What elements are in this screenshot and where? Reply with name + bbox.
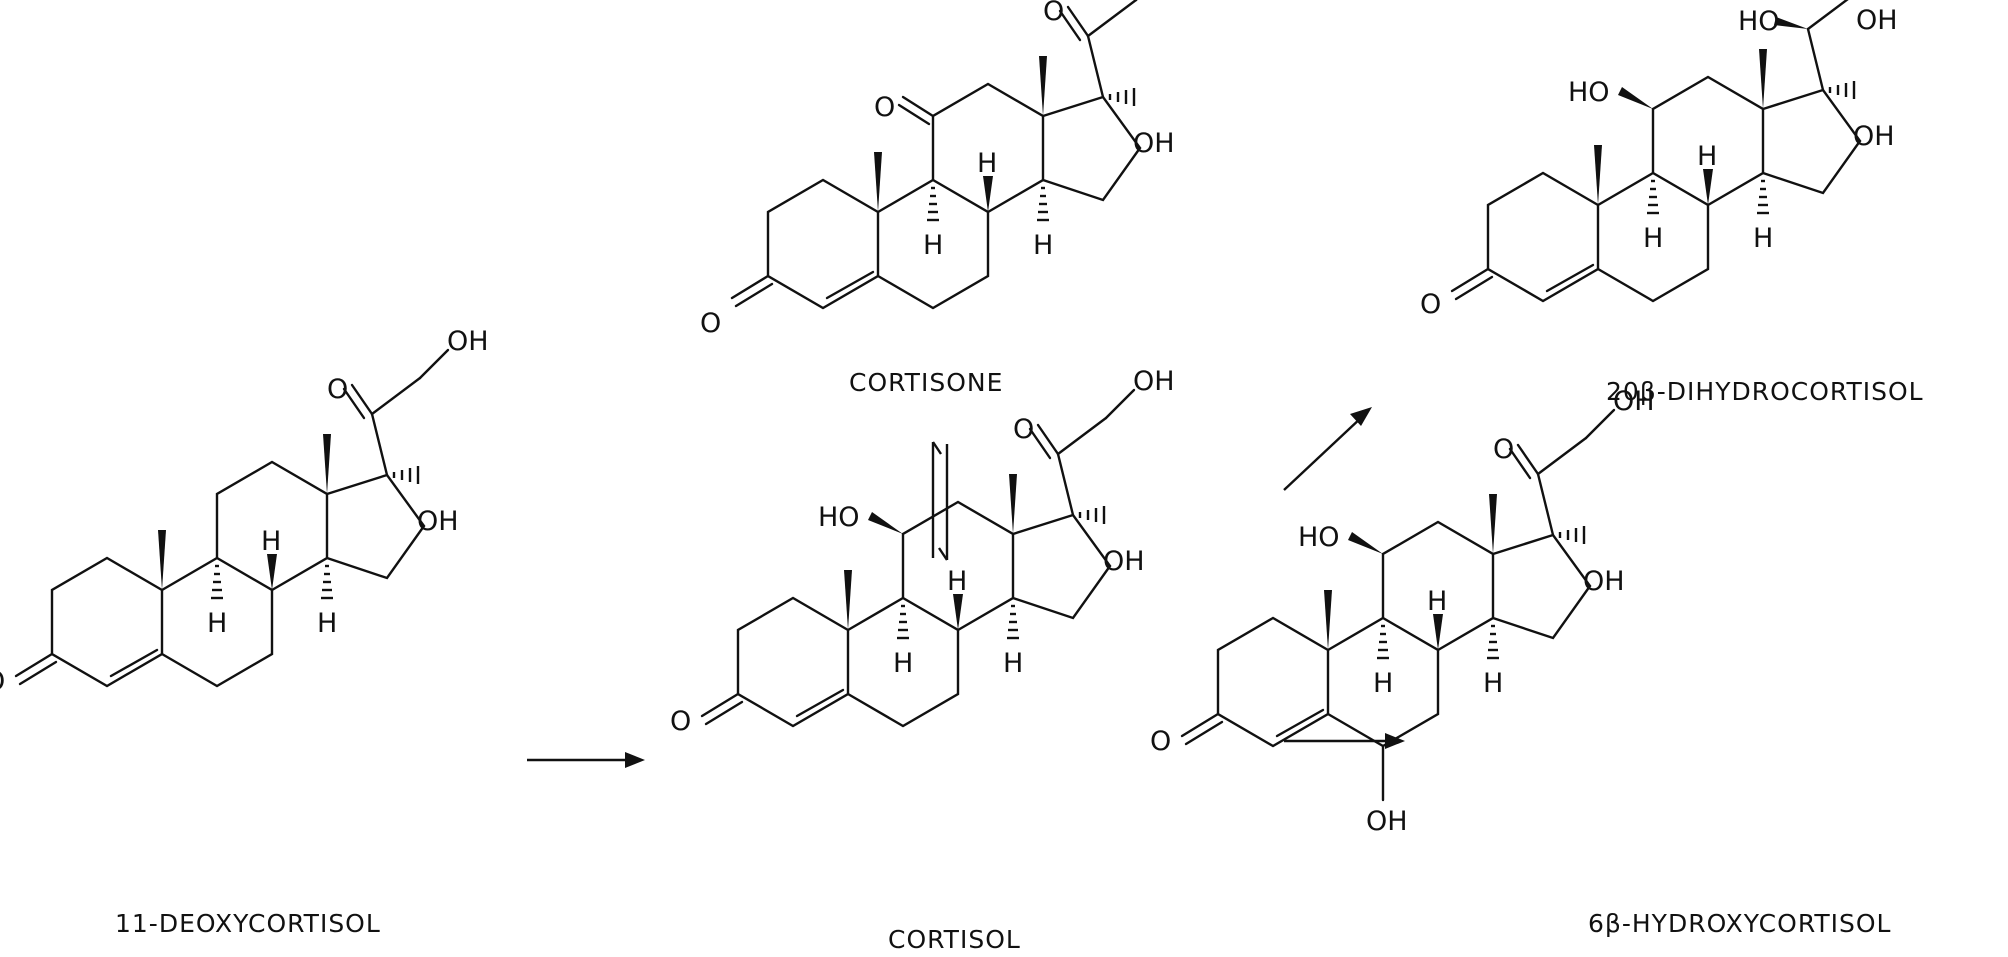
atom-label: H	[1753, 223, 1773, 254]
atom-label: OH	[1853, 121, 1895, 152]
atom-label: OH	[1133, 366, 1175, 397]
atom-label: H	[1003, 648, 1023, 679]
atom-label: O	[1493, 434, 1514, 465]
atom-label: H	[207, 608, 227, 639]
atom-label: OH	[417, 506, 459, 537]
atom-label: OH	[1366, 806, 1408, 837]
cortisone-structure: O O OH O OH H H H	[700, 0, 1175, 339]
atom-label: OH	[1133, 128, 1175, 159]
compound-name-dihydrocortisol: 20β-DIHYDROCORTISOL	[1606, 377, 1924, 406]
atom-label: H	[317, 608, 337, 639]
arrow-cortisol-to-dihydrocortisol	[1283, 407, 1372, 491]
atom-label: H	[261, 526, 281, 557]
equilibrium-arrows-cortisone-cortisol	[931, 441, 949, 561]
atom-label: OH	[1583, 566, 1625, 597]
atom-label: H	[923, 230, 943, 261]
compound-name-cortisone: CORTISONE	[849, 368, 1003, 397]
arrow-cortisol-to-hydroxycortisol	[1284, 733, 1405, 749]
arrow-deoxycortisol-to-cortisol	[527, 752, 645, 768]
atom-label: OH	[1103, 546, 1145, 577]
cortisol-structure: HO O OH O OH H H H	[670, 366, 1175, 737]
compound-name-deoxycortisol: 11-DEOXYCORTISOL	[115, 909, 381, 938]
atom-label: O	[327, 374, 348, 405]
atom-label: O	[1420, 289, 1441, 320]
atom-label: OH	[447, 326, 489, 357]
atom-label: H	[1483, 668, 1503, 699]
atom-label: HO	[1568, 77, 1610, 108]
atom-label: O	[874, 92, 895, 123]
atom-label: H	[947, 566, 967, 597]
atom-label: H	[1033, 230, 1053, 261]
compound-name-hydroxycortisol: 6β-HYDROXYCORTISOL	[1588, 909, 1892, 938]
atom-label: HO	[818, 502, 860, 533]
atom-label: O	[1043, 0, 1064, 27]
compound-name-cortisol: CORTISOL	[888, 925, 1021, 952]
atom-label: O	[0, 666, 5, 697]
hydroxycortisol-structure: HO O OH O OH OH H H H	[1150, 386, 1655, 837]
atom-label: HO	[1298, 522, 1340, 553]
atom-label: H	[1697, 141, 1717, 172]
atom-label: H	[977, 148, 997, 179]
atom-label: O	[700, 308, 721, 339]
atom-label: O	[670, 706, 691, 737]
deoxycortisol-structure: O OH O OH H H H	[0, 326, 489, 697]
atom-label: OH	[1613, 386, 1655, 417]
atom-label: OH	[1856, 5, 1898, 36]
atom-label: H	[893, 648, 913, 679]
atom-label: HO	[1738, 6, 1780, 37]
atom-label: O	[1013, 414, 1034, 445]
atom-label: O	[1150, 726, 1171, 757]
atom-label: H	[1373, 668, 1393, 699]
atom-label: H	[1643, 223, 1663, 254]
dihydrocortisol-structure: HO O OH HO OH H H H	[1420, 0, 1898, 320]
atom-label: H	[1427, 586, 1447, 617]
